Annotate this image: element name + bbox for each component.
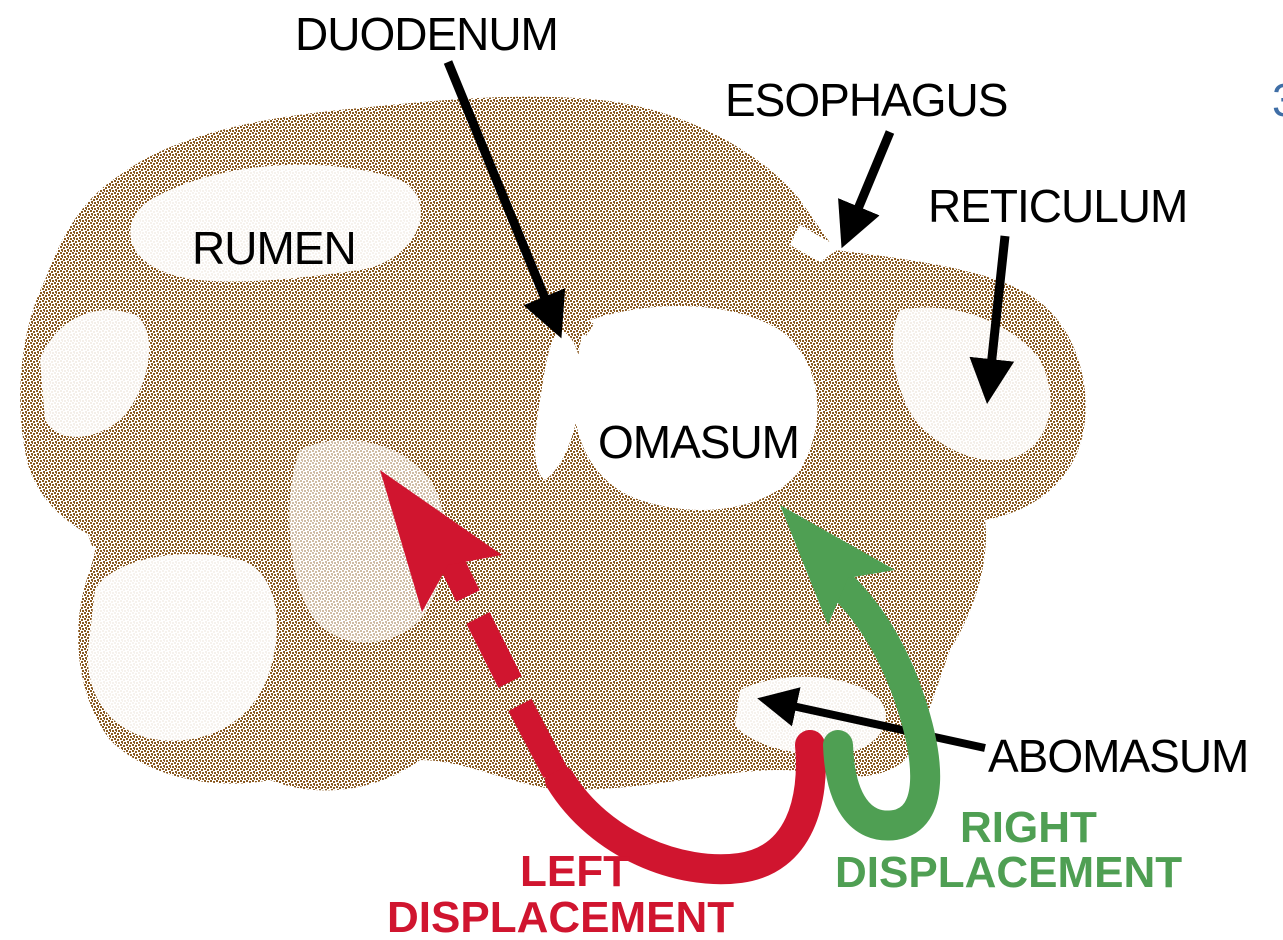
label-left-displacement-line1: LEFT bbox=[520, 847, 630, 896]
label-duodenum: DUODENUM bbox=[295, 8, 558, 60]
stomach-mass bbox=[20, 97, 1085, 791]
esophagus-pointer bbox=[845, 132, 890, 240]
label-abomasum: ABOMASUM bbox=[988, 730, 1248, 782]
label-reticulum: RETICULUM bbox=[928, 180, 1187, 232]
label-rumen: RUMEN bbox=[192, 222, 356, 274]
label-left-displacement-line2: DISPLACEMENT bbox=[387, 893, 734, 940]
label-right-displacement-line2: DISPLACEMENT bbox=[835, 848, 1182, 897]
label-edge-fragment: 3 bbox=[1272, 74, 1283, 126]
label-omasum: OMASUM bbox=[598, 416, 799, 468]
label-right-displacement-line1: RIGHT bbox=[960, 803, 1097, 852]
label-esophagus: ESOPHAGUS bbox=[725, 74, 1007, 126]
omasum-highlight bbox=[574, 306, 817, 510]
